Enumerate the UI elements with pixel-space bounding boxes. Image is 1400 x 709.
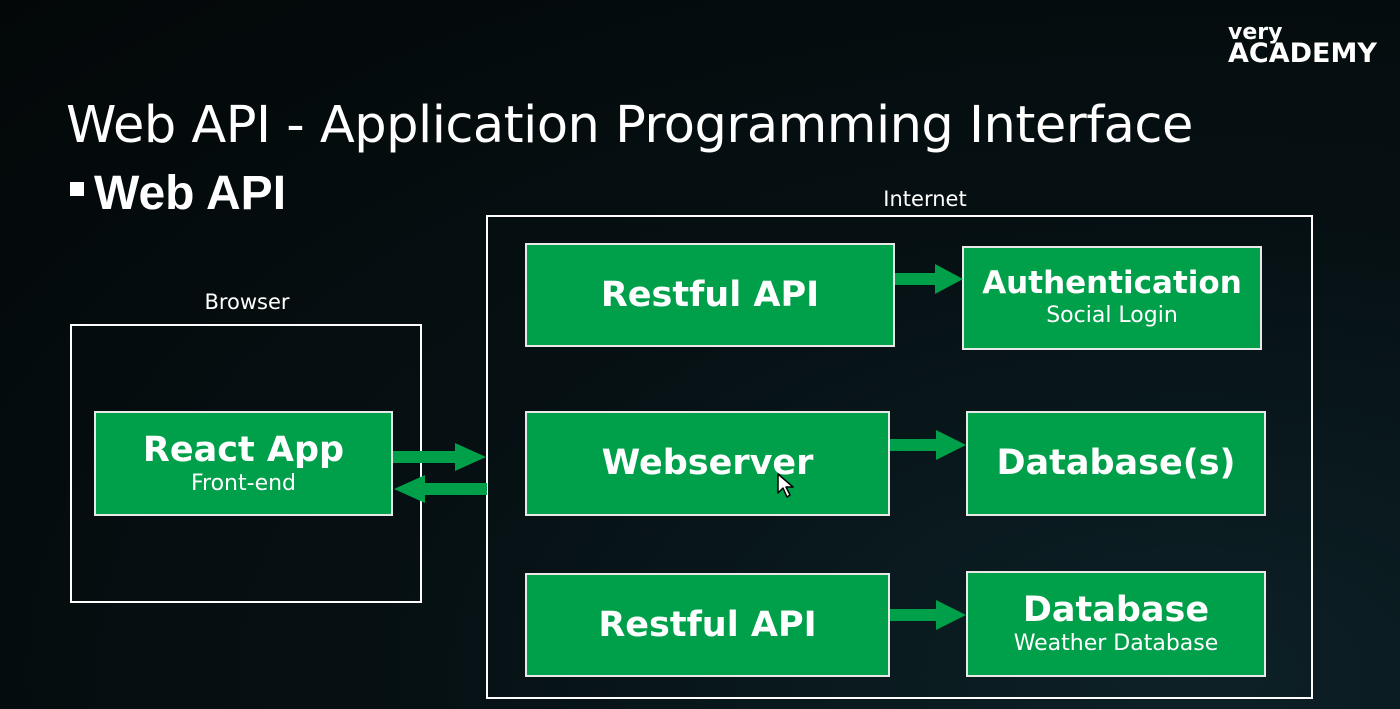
square-bullet-icon bbox=[70, 182, 84, 196]
slide-subtitle: Web API bbox=[94, 167, 287, 220]
browser-frame bbox=[70, 324, 422, 603]
logo-line-very: very bbox=[1228, 20, 1283, 45]
react-app-title: React App bbox=[142, 429, 345, 470]
database-box: Database Weather Database bbox=[966, 571, 1266, 677]
mouse-cursor-icon bbox=[777, 473, 794, 498]
internet-label: Internet bbox=[883, 187, 967, 211]
internet-frame bbox=[486, 215, 1313, 699]
restful-api-label-1: Restful API bbox=[600, 274, 820, 315]
react-app-box: React App Front-end bbox=[94, 411, 393, 516]
authentication-subtitle: Social Login bbox=[1046, 303, 1178, 329]
database-title: Database bbox=[1022, 590, 1210, 631]
restful-api-box-1: Restful API bbox=[525, 243, 895, 347]
database-subtitle: Weather Database bbox=[1013, 631, 1219, 657]
slide-title: Web API - Application Programming Interf… bbox=[66, 96, 1193, 155]
webserver-box: Webserver bbox=[525, 411, 890, 516]
databases-box: Database(s) bbox=[966, 411, 1266, 516]
authentication-box: Authentication Social Login bbox=[962, 246, 1262, 350]
react-app-subtitle: Front-end bbox=[190, 470, 297, 496]
logo-line-academy: ACADEMY bbox=[1228, 38, 1377, 69]
restful-api-box-2: Restful API bbox=[525, 573, 890, 677]
restful-api-label-2: Restful API bbox=[598, 604, 817, 645]
browser-label: Browser bbox=[204, 290, 290, 314]
very-academy-logo: very ACADEMY bbox=[1228, 20, 1378, 69]
authentication-title: Authentication bbox=[982, 265, 1242, 302]
databases-label: Database(s) bbox=[996, 443, 1236, 484]
